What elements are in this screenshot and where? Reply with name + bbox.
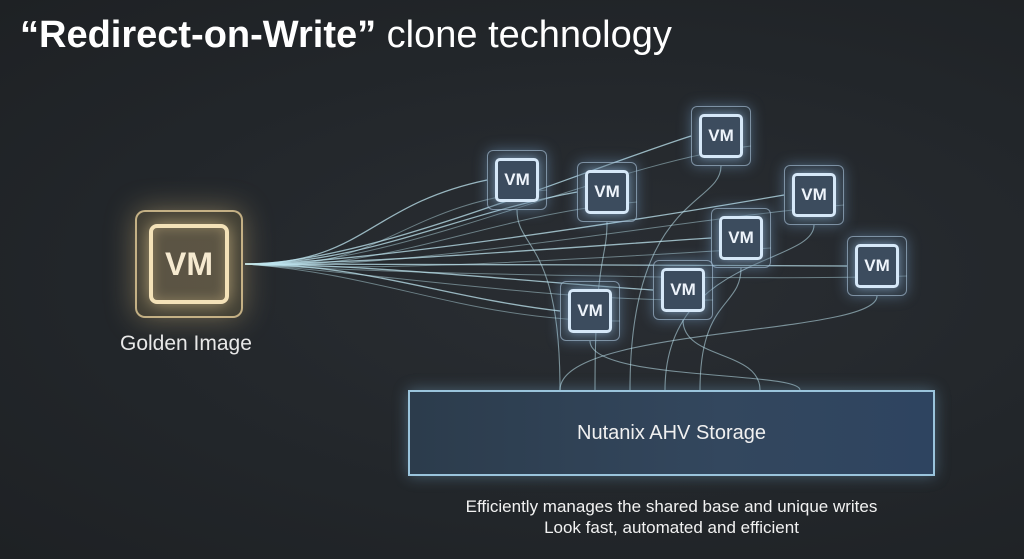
clone-link-line — [244, 237, 712, 265]
clone-vm-label: VM — [699, 114, 743, 158]
storage-block: Nutanix AHV Storage — [408, 390, 935, 476]
clone-vm-label: VM — [855, 244, 899, 288]
storage-link-line — [589, 340, 801, 391]
golden-vm-label: VM — [149, 224, 229, 304]
clone-link-line — [244, 263, 621, 322]
storage-link-line — [664, 224, 815, 391]
clone-vm: VM — [653, 260, 713, 320]
title-rest: clone technology — [376, 14, 672, 56]
clone-vm-label: VM — [585, 170, 629, 214]
storage-link-line — [594, 221, 608, 391]
caption-line-2: Look fast, automated and efficient — [544, 518, 799, 537]
clone-vm: VM — [691, 106, 751, 166]
clone-vm-label: VM — [792, 173, 836, 217]
caption-line-1: Efficiently manages the shared base and … — [465, 497, 878, 516]
clone-vm: VM — [847, 236, 907, 296]
storage-link-line — [682, 319, 761, 391]
clone-vm-label: VM — [719, 216, 763, 260]
clone-link-line — [244, 135, 692, 265]
clone-vm-label: VM — [568, 289, 612, 333]
clone-vm: VM — [577, 162, 637, 222]
clone-link-line — [244, 263, 848, 267]
golden-image-vm: VM — [135, 210, 243, 318]
slide-title: “Redirect-on-Write” clone technology — [20, 14, 672, 57]
title-bold: “Redirect-on-Write” — [20, 14, 377, 56]
clone-link-line — [244, 263, 714, 301]
clone-vm: VM — [560, 281, 620, 341]
storage-link-line — [699, 267, 742, 391]
storage-link-line — [516, 209, 561, 391]
clone-vm: VM — [487, 150, 547, 210]
clone-vm: VM — [784, 165, 844, 225]
storage-link-line — [559, 295, 878, 391]
clone-link-line — [244, 263, 561, 312]
clone-vm-label: VM — [495, 158, 539, 202]
clone-link-line — [244, 263, 654, 291]
storage-link-line — [629, 165, 722, 391]
clone-link-line — [244, 263, 908, 279]
clone-vm-label: VM — [661, 268, 705, 312]
golden-image-label: Golden Image — [120, 332, 252, 355]
clone-vm: VM — [711, 208, 771, 268]
storage-label: Nutanix AHV Storage — [577, 421, 766, 444]
clone-link-line — [244, 194, 785, 265]
